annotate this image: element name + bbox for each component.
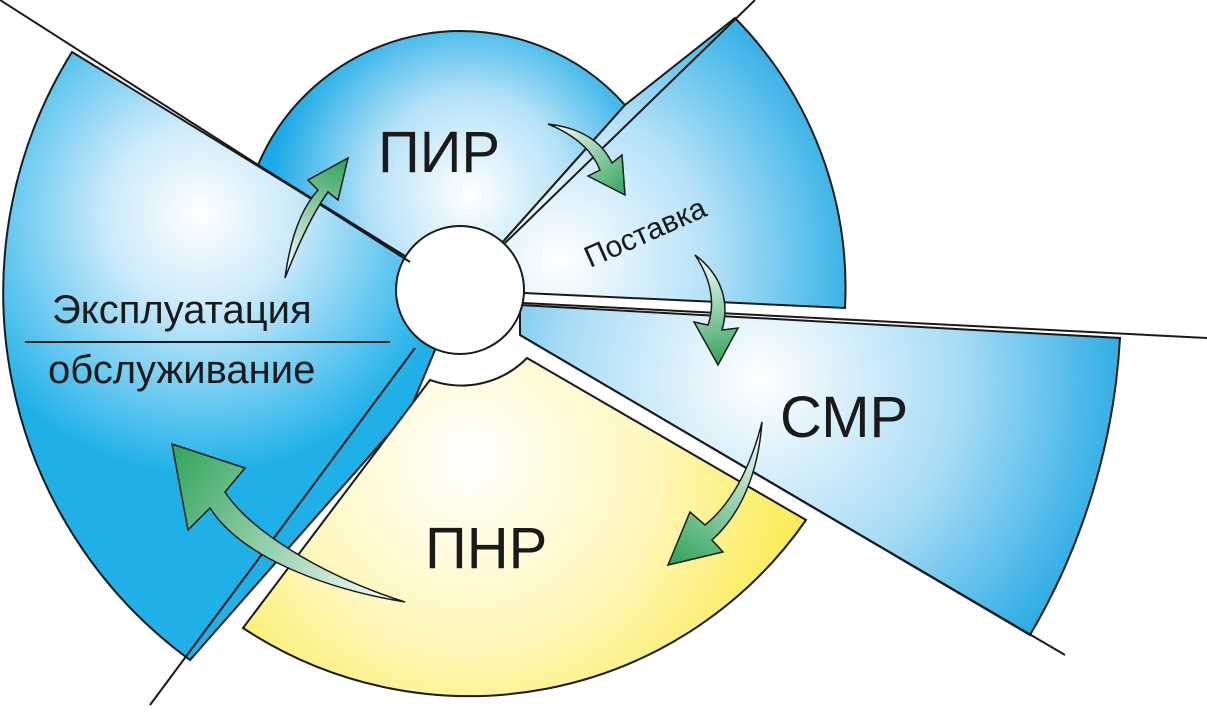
- label-smr: СМР: [780, 385, 908, 450]
- arrow-pnr-to-operation: [171, 442, 406, 603]
- label-maintenance: обслуживание: [48, 348, 315, 392]
- arrow-pir-to-supply: [547, 123, 626, 197]
- sector-smr: [519, 303, 1122, 637]
- divider-line-topleft: [0, 0, 411, 263]
- arrow-operation-to-pir: [284, 156, 350, 279]
- center-hub: [395, 225, 525, 355]
- divider-line-right: [522, 302, 1207, 339]
- sector-pir: [256, 30, 627, 292]
- divider-line-topright: [504, 0, 756, 244]
- label-pnr: ПНР: [425, 516, 547, 581]
- divider-line-bottomright: [519, 334, 1066, 656]
- sector-pnr: [241, 356, 808, 698]
- divider-line-bottomleft: [149, 347, 416, 706]
- sector-supply: [457, 16, 847, 310]
- label-operation: Эксплуатация: [52, 288, 312, 332]
- sector-operation: [2, 50, 462, 662]
- arrow-smr-to-pnr: [666, 421, 763, 567]
- label-pir: ПИР: [378, 120, 500, 185]
- arrow-supply-to-smr: [692, 254, 740, 367]
